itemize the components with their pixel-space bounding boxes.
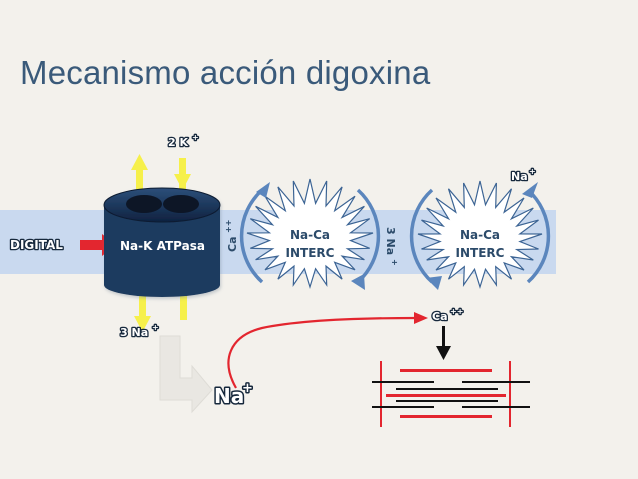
k-label: 2 K +	[167, 132, 200, 151]
ca-side-text: Ca	[226, 237, 239, 253]
na-top-charge: +	[529, 167, 536, 176]
exchanger-2-line2: INTERC	[456, 246, 505, 260]
big-na-text: Na	[214, 384, 244, 408]
sarcomere-icon	[372, 361, 530, 427]
big-na-label: Na +	[213, 380, 255, 410]
big-na-charge: +	[242, 381, 253, 396]
gray-block-arrow-icon	[159, 335, 213, 414]
na-k-atpase-pump	[103, 187, 221, 297]
na-top-label: Na +	[510, 166, 537, 185]
exchanger-2	[409, 180, 551, 290]
na-out-label-charge: +	[152, 323, 159, 332]
ca-bottom-label: Ca ++	[431, 306, 465, 325]
pump-label: Na-K ATPasa	[120, 239, 205, 253]
digital-label: DIGITAL	[10, 238, 63, 252]
exchanger-2-line1: Na-Ca	[460, 228, 500, 242]
k-influx-arrow-2-icon	[174, 158, 191, 208]
ca-bottom-text: Ca	[432, 310, 448, 323]
exchanger-1-line2: INTERC	[286, 246, 335, 260]
na-efflux-arrow-2-icon	[180, 290, 187, 320]
exchanger-1	[239, 178, 381, 290]
k-label-charge: +	[192, 133, 199, 142]
na-efflux-arrow-icon	[134, 290, 151, 332]
ca-bottom-charge: ++	[450, 307, 463, 316]
na-out-label: 3 Na +	[119, 322, 160, 341]
k-influx-arrow-icon	[131, 154, 148, 208]
three-na-label: 3 Na +	[384, 227, 399, 266]
na-out-label-text: 3 Na	[120, 326, 148, 339]
three-na-text: 3 Na	[384, 227, 397, 255]
slide-title: Mecanismo acción digoxina	[20, 54, 431, 91]
red-curve-arrow-icon	[227, 312, 428, 389]
k-label-text: 2 K	[168, 136, 188, 149]
na-top-text: Na	[511, 170, 528, 183]
exchanger-1-line1: Na-Ca	[290, 228, 330, 242]
three-na-charge: +	[390, 259, 399, 266]
ca-down-arrow-icon	[436, 326, 451, 360]
ca-side-charge: ++	[224, 220, 233, 233]
ca-side-label: Ca ++	[224, 220, 239, 252]
